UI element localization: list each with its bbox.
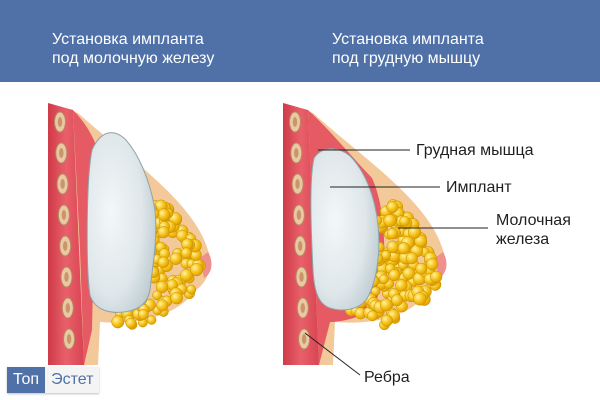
rib-core bbox=[299, 272, 304, 282]
label-gland-line1: Молочная bbox=[496, 212, 571, 229]
title-under-muscle-line1: Установка импланта bbox=[332, 31, 484, 48]
rib-core bbox=[296, 210, 302, 220]
rib-core bbox=[64, 272, 69, 282]
title-under-gland-line2: под молочную железу bbox=[52, 50, 215, 67]
right-ribs bbox=[289, 111, 311, 350]
rib-core bbox=[59, 148, 64, 158]
fat-lobule bbox=[388, 269, 401, 282]
left-chest-wall bbox=[48, 103, 84, 365]
fat-lobule bbox=[186, 284, 197, 295]
fat-lobule bbox=[391, 294, 403, 307]
fat-lobule bbox=[407, 225, 422, 239]
fat-lobule bbox=[152, 290, 162, 301]
fat-lobule bbox=[402, 267, 416, 280]
fat-lobule bbox=[399, 215, 411, 227]
fat-lobule bbox=[125, 317, 137, 329]
fat-lobule bbox=[426, 258, 439, 271]
label-implant: Имплант bbox=[446, 179, 512, 196]
fat-lobule bbox=[157, 226, 170, 239]
fat-lobule bbox=[157, 208, 171, 222]
right-implant bbox=[310, 148, 380, 311]
rib-core bbox=[62, 241, 68, 251]
right-chest-wall bbox=[283, 103, 319, 365]
rib-core bbox=[294, 148, 299, 158]
fat-lobule bbox=[386, 228, 399, 240]
rib-core bbox=[295, 179, 300, 189]
fat-lobule bbox=[386, 200, 399, 214]
header-banner: Установка импланта под молочную железу У… bbox=[0, 0, 600, 82]
rib-core bbox=[57, 117, 63, 127]
brand-logo: Топ Эстет bbox=[7, 367, 100, 393]
fat-lobule bbox=[397, 242, 410, 255]
title-under-gland-line1: Установка импланта bbox=[52, 31, 204, 48]
fat-lobule bbox=[170, 291, 183, 305]
fat-lobule bbox=[155, 280, 169, 294]
title-under-muscle-line2: под грудную мышцу bbox=[332, 50, 481, 67]
fat-lobule bbox=[413, 292, 427, 306]
title-under-gland: Установка импланта под молочную железу bbox=[52, 30, 214, 68]
label-muscle: Грудная мышца bbox=[416, 142, 534, 159]
fat-lobule bbox=[379, 274, 389, 285]
left-diagram bbox=[48, 103, 212, 365]
logo-part2: Эстет bbox=[45, 367, 100, 393]
title-under-muscle: Установка импланта под грудную мышцу bbox=[332, 30, 484, 68]
fat-lobule bbox=[405, 252, 418, 265]
label-ribs: Ребра bbox=[364, 369, 410, 386]
rib-core bbox=[300, 303, 305, 313]
rib-core bbox=[65, 303, 71, 313]
fat-lobule bbox=[415, 262, 428, 275]
rib-core bbox=[61, 210, 67, 220]
fat-lobule bbox=[146, 315, 157, 325]
fat-lobule bbox=[180, 247, 192, 259]
fat-lobule bbox=[395, 279, 408, 292]
fat-lobule bbox=[380, 314, 393, 327]
fat-lobule bbox=[379, 298, 393, 312]
fat-lobule bbox=[169, 252, 183, 265]
fat-lobule bbox=[430, 270, 443, 283]
fat-lobule bbox=[383, 214, 397, 228]
fat-lobule bbox=[190, 263, 204, 277]
right-diagram bbox=[283, 103, 447, 365]
fat-lobule bbox=[156, 299, 169, 312]
fat-lobule bbox=[180, 268, 193, 282]
logo-part1: Топ bbox=[7, 367, 46, 393]
leader-ribs bbox=[304, 332, 361, 376]
fat-lobule bbox=[367, 310, 378, 322]
rib-core bbox=[66, 334, 72, 344]
left-ribs bbox=[54, 111, 76, 350]
label-gland-line2: железа bbox=[496, 231, 550, 248]
rib-core bbox=[301, 334, 307, 344]
left-implant bbox=[86, 132, 157, 313]
label-gland: Молочная железа bbox=[496, 211, 571, 249]
rib-core bbox=[60, 179, 65, 189]
fat-lobule bbox=[111, 315, 125, 329]
fat-lobule bbox=[137, 308, 149, 320]
rib-core bbox=[292, 117, 298, 127]
fat-lobule bbox=[157, 256, 170, 269]
rib-core bbox=[298, 241, 303, 251]
